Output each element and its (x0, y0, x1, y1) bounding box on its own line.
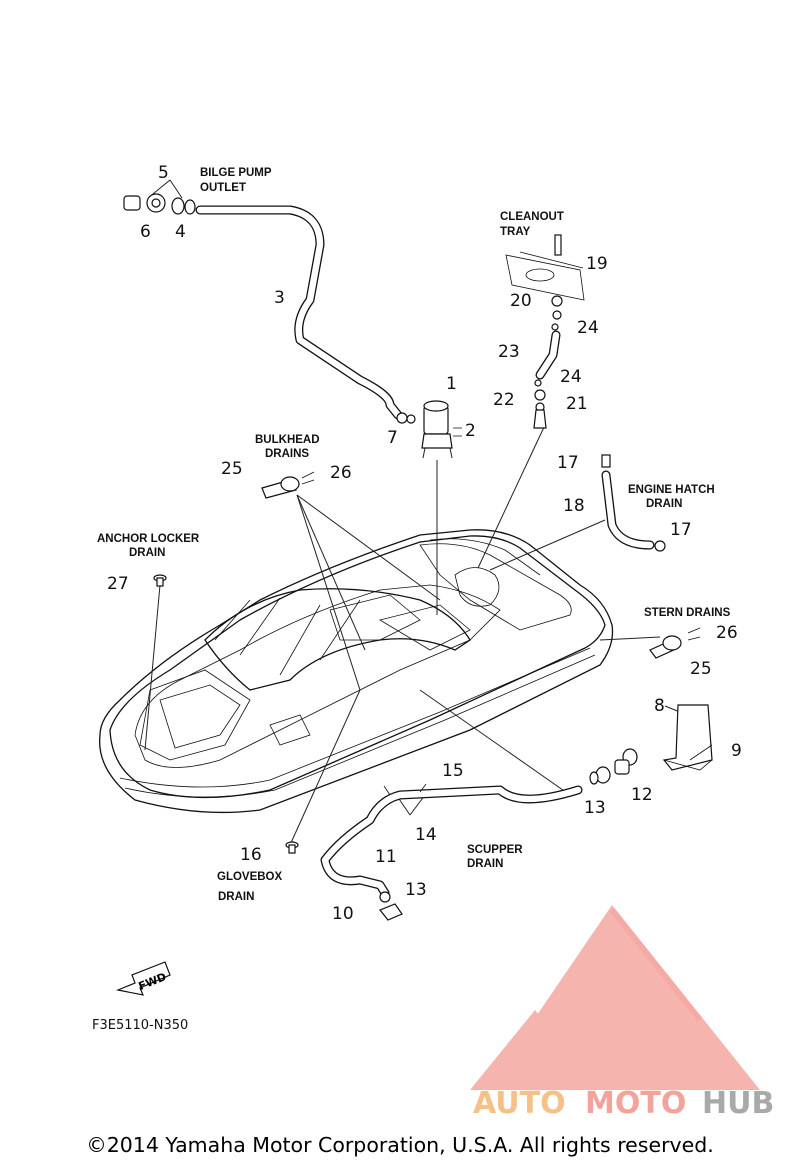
part-number-18: 18 (563, 496, 585, 516)
label-stern-drains: STERN DRAINS (644, 607, 731, 619)
part-number-25a: 25 (221, 459, 243, 479)
watermark-logo (470, 905, 760, 1090)
part-number-26a: 26 (330, 463, 352, 483)
label-bulkhead-drains-2: DRAINS (265, 448, 309, 460)
copyright-text: ©2014 Yamaha Motor Corporation, U.S.A. A… (86, 1133, 714, 1157)
fwd-arrow-icon (115, 961, 171, 996)
label-cleanout-tray: CLEANOUT (500, 211, 564, 223)
leader-lines (144, 179, 706, 846)
part-number-15: 15 (442, 761, 464, 781)
part-numbers: 5 6 4 3 19 20 24 23 24 1 22 21 7 2 17 25… (107, 163, 742, 924)
watermark-hub: HUB (702, 1086, 774, 1121)
stern-drain-part (649, 627, 701, 659)
part-number-6: 6 (140, 222, 151, 242)
part-number-10: 10 (332, 904, 354, 924)
part-number-17b: 17 (670, 520, 692, 540)
watermark-auto: AUTO (473, 1086, 566, 1121)
engine-hatch-drain-part (601, 454, 666, 552)
outlet-fitting (123, 193, 196, 215)
part-number-14: 14 (415, 825, 437, 845)
part-number-3: 3 (274, 288, 285, 308)
part-number-1: 1 (446, 374, 457, 394)
part-number-11: 11 (375, 847, 397, 867)
scupper-hose (320, 783, 583, 921)
label-bilge-pump-outlet: BILGE PUMP (200, 167, 272, 179)
label-glovebox-drain: GLOVEBOX (217, 871, 283, 883)
scupper-fitting (589, 748, 638, 785)
watermark-moto: MOTO (585, 1086, 686, 1121)
part-number-16: 16 (240, 845, 262, 865)
part-number-24a: 24 (577, 318, 599, 338)
part-number-25b: 25 (690, 659, 712, 679)
boat-hull (98, 529, 614, 814)
part-number-5: 5 (158, 163, 169, 183)
part-number-20: 20 (510, 291, 532, 311)
part-number-24b: 24 (560, 367, 582, 387)
bracket (662, 704, 713, 771)
part-number-23: 23 (498, 342, 520, 362)
bilge-hose (195, 205, 416, 424)
bulkhead-drain-part (261, 471, 315, 499)
label-anchor-locker-drain: ANCHOR LOCKER (97, 533, 200, 545)
part-number-12: 12 (631, 785, 653, 805)
label-scupper-drain-2: DRAIN (467, 858, 503, 870)
part-number-2: 2 (465, 421, 476, 441)
anchor-drain-part (153, 574, 167, 587)
part-number-27: 27 (107, 574, 129, 594)
label-scupper-drain: SCUPPER (467, 844, 523, 856)
label-anchor-locker-drain-2: DRAIN (129, 547, 165, 559)
part-number-17a: 17 (557, 453, 579, 473)
part-number-13b: 13 (405, 880, 427, 900)
callout-labels: BILGE PUMP OUTLET CLEANOUT TRAY BULKHEAD… (97, 167, 731, 903)
diagram-code: F3E5110-N350 (92, 1018, 188, 1033)
part-number-13a: 13 (584, 798, 606, 818)
part-number-9: 9 (731, 741, 742, 761)
label-engine-hatch-drain: ENGINE HATCH (628, 484, 715, 496)
label-glovebox-drain-2: DRAIN (218, 891, 254, 903)
label-bulkhead-drains: BULKHEAD (255, 434, 320, 446)
part-number-4: 4 (175, 222, 186, 242)
part-number-22: 22 (493, 390, 515, 410)
part-number-7: 7 (387, 428, 398, 448)
label-engine-hatch-drain-2: DRAIN (646, 498, 682, 510)
glovebox-drain-part (285, 841, 299, 854)
part-number-26b: 26 (716, 623, 738, 643)
label-cleanout-tray-2: TRAY (500, 226, 531, 238)
part-number-19: 19 (586, 254, 608, 274)
label-bilge-pump-outlet-2: OUTLET (200, 182, 246, 194)
part-number-8: 8 (654, 696, 665, 716)
part-number-21: 21 (566, 394, 588, 414)
cleanout-tray (505, 234, 585, 429)
bilge-pump (421, 400, 462, 459)
